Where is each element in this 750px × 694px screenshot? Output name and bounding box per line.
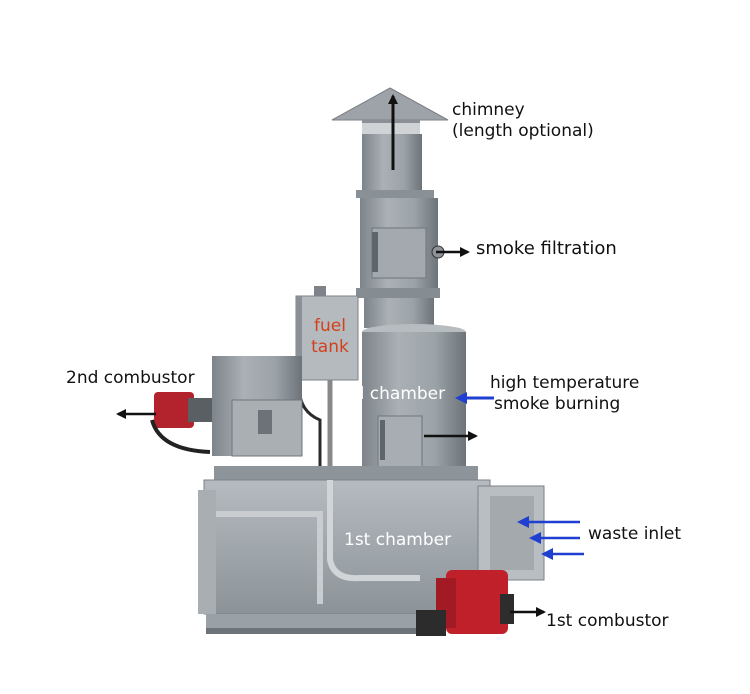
high-temperature-label-line1: high temperature xyxy=(490,373,640,393)
first-chamber-label: 1st chamber xyxy=(344,530,452,550)
second-combustor-label: 2nd combustor xyxy=(66,368,195,388)
smoke-filtration-label: smoke filtration xyxy=(476,238,617,259)
chimney-cap xyxy=(331,87,449,134)
chimney-label: chimney xyxy=(452,100,525,120)
high-temperature-label-line2: smoke burning xyxy=(494,394,621,414)
second-combustor-housing xyxy=(150,356,303,457)
smoke-filtration-unit xyxy=(356,198,445,328)
waste-inlet-label: waste inlet xyxy=(588,524,682,544)
waste-inlet-door xyxy=(477,485,545,581)
second-chamber-label: 2nd chamber xyxy=(332,384,446,404)
chimney-sub-label: (length optional) xyxy=(452,121,594,141)
fuel-tank-label-line2: tank xyxy=(311,337,349,357)
fuel-tank-label-line1: fuel xyxy=(314,316,346,336)
first-combustor-label: 1st combustor xyxy=(546,611,669,631)
first-combustor-burner xyxy=(416,570,514,636)
second-chamber-body xyxy=(362,324,466,472)
chimney-pipe xyxy=(356,134,434,198)
fuel-tank xyxy=(295,286,359,470)
